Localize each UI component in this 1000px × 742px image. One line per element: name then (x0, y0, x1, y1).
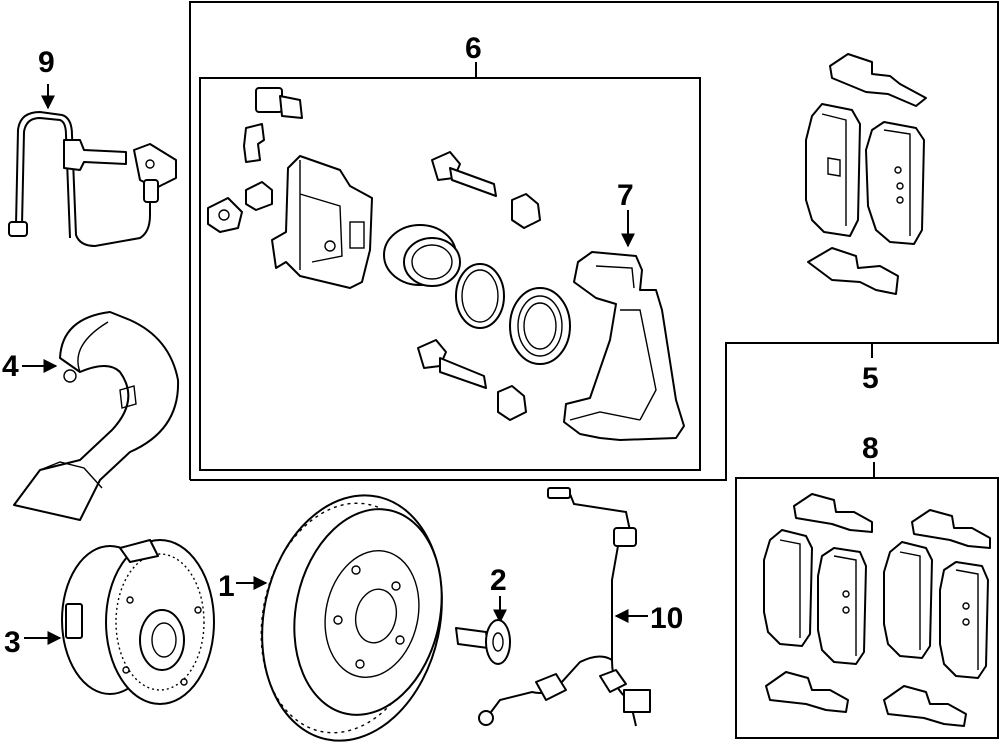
callout-2: 2 (490, 564, 507, 597)
brake-hose-part (8, 110, 177, 248)
callout-1: 1 (218, 570, 235, 603)
caliper-group-frame (189, 1, 999, 481)
callout-9: 9 (38, 46, 55, 79)
brake-pad-outer (865, 121, 925, 245)
callout-3: 3 (4, 626, 21, 659)
abs-sensor-part (478, 487, 651, 727)
splash-shield-part (13, 311, 180, 521)
pad-kit-pad-3 (883, 541, 933, 659)
pad-shim-upper (829, 53, 927, 107)
dust-boot-part (509, 287, 571, 365)
pad-kit-frame (735, 477, 999, 739)
callout-10: 10 (650, 602, 683, 635)
pad-kit-shim-top-left (793, 493, 873, 533)
guide-pin-lower (417, 339, 527, 421)
pad-kit-pad-2 (817, 547, 867, 665)
guide-bushings (207, 181, 273, 233)
callout-4: 4 (2, 350, 19, 383)
brake-rotor-part (260, 494, 443, 742)
caliper-piston-part (383, 224, 461, 287)
pad-kit-shim-bottom-left (765, 671, 849, 713)
caliper-bolt-upper (243, 87, 303, 163)
pad-kit-shim-bottom-right (883, 685, 967, 727)
rotor-screw-part (455, 619, 511, 665)
caliper-bracket-part (563, 251, 685, 441)
pad-shim-lower (807, 247, 899, 295)
callout-7: 7 (617, 179, 634, 212)
callout-6: 6 (465, 32, 482, 65)
callout-8: 8 (862, 432, 879, 465)
brake-pad-inner (805, 103, 861, 237)
pad-kit-shim-top-right (911, 509, 991, 549)
pad-kit-pad-4 (939, 561, 989, 679)
guide-pin-upper (431, 151, 541, 229)
piston-seal-part (455, 263, 505, 329)
caliper-body-part (271, 155, 373, 289)
callout-5: 5 (862, 362, 879, 395)
wheel-hub-part (61, 539, 215, 705)
leader-arrows (22, 62, 875, 645)
pad-kit-pad-1 (763, 529, 813, 647)
